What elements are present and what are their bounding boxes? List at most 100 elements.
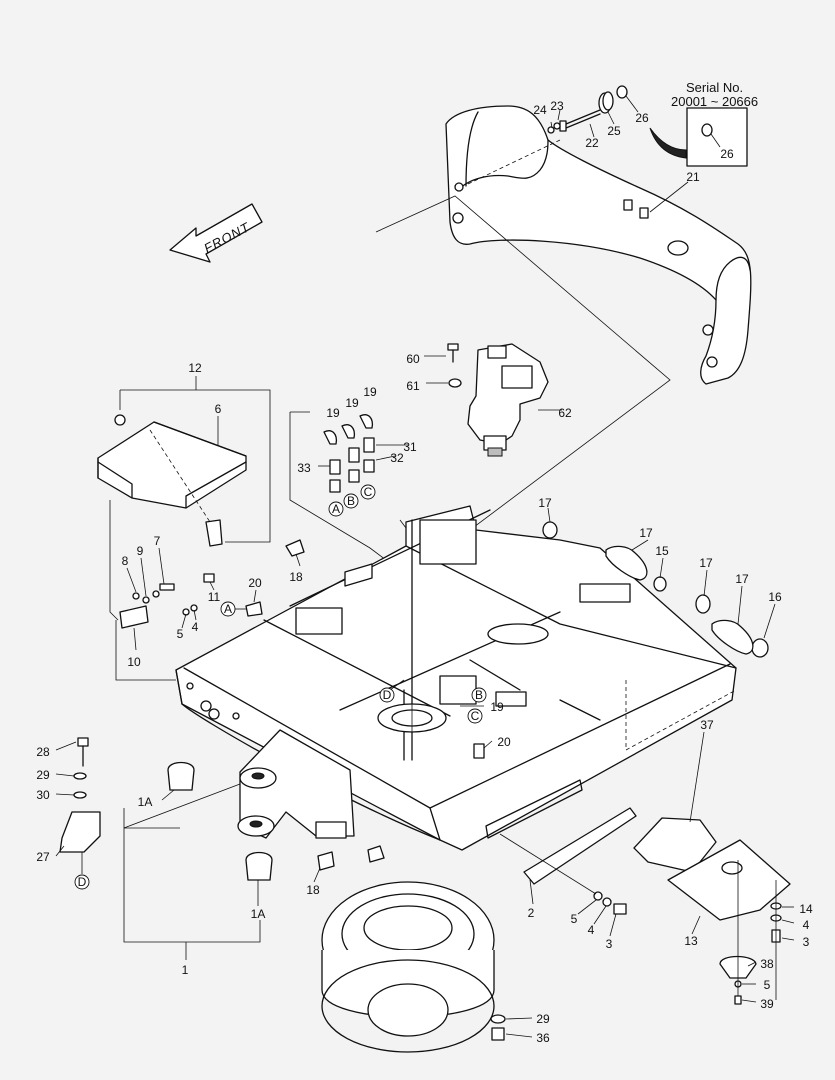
- ref-circle: [74, 874, 90, 890]
- ref-rA2: A: [220, 601, 236, 617]
- cover-group: [97, 389, 271, 547]
- callout-c38: 38: [760, 957, 774, 971]
- callout-c20b: 20: [497, 735, 511, 749]
- ref-circle: [328, 501, 344, 517]
- callout-c1Aa: 1A: [138, 795, 153, 809]
- ref-circle: [471, 687, 487, 703]
- callout-c10: 10: [127, 655, 141, 669]
- ref-letter: C: [364, 485, 373, 499]
- ref-letter: C: [471, 709, 480, 723]
- bolts-right: [490, 833, 782, 1041]
- callout-c32: 32: [390, 451, 404, 465]
- callout-c17d: 17: [735, 572, 749, 586]
- callout-c17a: 17: [538, 496, 552, 510]
- callout-c22: 22: [585, 136, 599, 150]
- callout-c19d: 19: [490, 700, 504, 714]
- ref-circle: [467, 708, 483, 724]
- callout-c30: 30: [36, 788, 50, 802]
- callout-c29a: 29: [36, 768, 50, 782]
- callout-c24: 24: [533, 103, 547, 117]
- callout-c17c: 17: [699, 556, 713, 570]
- callout-c19b: 19: [345, 396, 359, 410]
- callout-c4a: 4: [192, 620, 199, 634]
- ref-letter: A: [332, 502, 340, 516]
- callout-c7: 7: [154, 534, 161, 548]
- callout-c16: 16: [768, 590, 782, 604]
- callout-c26b: 26: [720, 147, 734, 161]
- ref-letter: B: [347, 494, 355, 508]
- callout-c14: 14: [799, 902, 813, 916]
- callout-c19c: 19: [363, 385, 377, 399]
- fittings-18: [245, 539, 485, 871]
- ref-circle: [220, 601, 236, 617]
- boom-bracket: [167, 729, 355, 881]
- callout-c33: 33: [297, 461, 311, 475]
- callout-c5a: 5: [177, 627, 184, 641]
- callout-c18a: 18: [289, 570, 303, 584]
- callout-c13: 13: [684, 934, 698, 948]
- callout-c25: 25: [607, 124, 621, 138]
- ref-circle: [360, 484, 376, 500]
- callout-c61: 61: [406, 379, 420, 393]
- ref-letter: B: [475, 688, 483, 702]
- ref-rC2: C: [467, 708, 483, 724]
- frame-bearings: [542, 521, 769, 658]
- serial-note: Serial No. 20001 ~ 20666: [649, 80, 758, 167]
- callout-c18b: 18: [306, 883, 320, 897]
- ref-circle: [379, 687, 395, 703]
- callout-c6: 6: [215, 402, 222, 416]
- callout-c37: 37: [700, 718, 714, 732]
- callout-c12: 12: [188, 361, 202, 375]
- ref-letter: A: [224, 602, 232, 616]
- callout-c26a: 26: [635, 111, 649, 125]
- callout-c15: 15: [655, 544, 669, 558]
- callout-c36: 36: [536, 1031, 550, 1045]
- leader-lines: [55, 95, 795, 1038]
- callout-c4c: 4: [803, 918, 810, 932]
- front-arrow: FRONT: [169, 203, 263, 263]
- callout-c1Ab: 1A: [251, 907, 266, 921]
- callout-c31: 31: [403, 440, 417, 454]
- callout-c3b: 3: [803, 935, 810, 949]
- fittings-cluster: [289, 411, 387, 561]
- callout-c62: 62: [558, 406, 572, 420]
- callout-c3a: 3: [606, 937, 613, 951]
- callout-c39: 39: [760, 997, 774, 1011]
- ref-rD1: D: [379, 687, 395, 703]
- callout-c21: 21: [686, 170, 700, 184]
- callout-c4b: 4: [588, 923, 595, 937]
- callout-c27: 27: [36, 850, 50, 864]
- ref-rB1: B: [343, 493, 359, 509]
- ref-letter: D: [383, 688, 392, 702]
- ref-circle: [343, 493, 359, 509]
- callout-c23: 23: [550, 99, 564, 113]
- serial-title: Serial No.: [686, 80, 743, 95]
- callout-c17b: 17: [639, 526, 653, 540]
- counterweight-bolts: [547, 85, 628, 134]
- ref-rD2: D: [74, 874, 90, 890]
- ref-letter: D: [78, 875, 87, 889]
- callout-c2: 2: [528, 906, 535, 920]
- callout-c5b: 5: [571, 912, 578, 926]
- callout-c19a: 19: [326, 406, 340, 420]
- callout-c11: 11: [208, 590, 221, 604]
- callout-c8: 8: [122, 554, 129, 568]
- callout-c28: 28: [36, 745, 50, 759]
- serial-range: 20001 ~ 20666: [671, 94, 758, 109]
- ref-rB2: B: [471, 687, 487, 703]
- swing-motor: [447, 343, 549, 457]
- callout-c29b: 29: [536, 1012, 550, 1026]
- swing-bearing: [321, 881, 495, 1053]
- under-covers: [523, 807, 791, 979]
- callout-c60: 60: [406, 352, 420, 366]
- callout-c5c: 5: [764, 978, 771, 992]
- loose-parts-left: [59, 500, 215, 853]
- callout-c20a: 20: [248, 576, 262, 590]
- callout-c9: 9: [137, 544, 144, 558]
- ref-rA1: A: [328, 501, 344, 517]
- counterweight: [445, 105, 752, 385]
